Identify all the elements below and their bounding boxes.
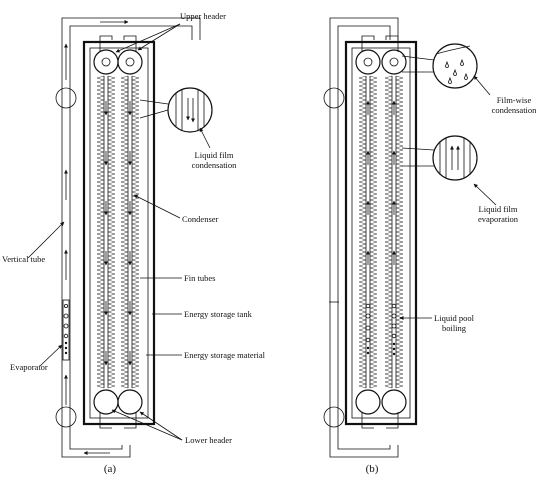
pool-tube-2 [385,296,403,388]
label-liquid-film-condensation-1: Liquid film [195,150,234,160]
label-energy-storage-tank: Energy storage tank [184,309,253,319]
label-liquid-pool-boiling-2: boiling [442,323,467,333]
label-upper-header: Upper header [180,11,226,21]
fin-tubes-b [359,76,403,388]
caption-b: (b) [366,463,379,475]
energy-storage-tank-b [346,42,416,424]
label-liquid-film-condensation-2: condensation [192,160,238,170]
label-liquid-pool-boiling-1: Liquid pool [434,313,475,323]
caption-a: (a) [104,463,117,475]
label-energy-storage-material: Energy storage material [184,350,266,360]
label-film-wise-condensation-1: Film-wise [497,95,532,105]
label-liquid-film-evaporation-2: evaporation [478,214,519,224]
leaders-a [28,24,210,440]
fin-tubes [97,76,139,388]
liquid-film-evaporation-detail [402,136,477,180]
label-film-wise-condensation-2: condensation [492,105,538,115]
fin-tube-left [97,76,115,388]
lower-header-b [356,390,406,428]
label-fin-tubes: Fin tubes [184,273,215,283]
energy-storage-tank [84,42,154,424]
leaders-b [400,76,496,318]
fin-tube-left-b [359,76,377,296]
lower-header [94,390,142,428]
panel-b: Film-wise condensation Liquid film evapo… [324,18,537,475]
fin-tube-right [121,76,139,388]
panel-a: Upper header Liquid film condensation Co… [2,11,266,475]
label-condenser: Condenser [182,214,219,224]
film-wise-condensation-detail [402,44,477,88]
liquid-film-condensation-detail [140,88,212,132]
label-lower-header: Lower header [185,435,232,445]
label-evaporator: Evaporator [10,362,48,372]
label-liquid-film-evaporation-1: Liquid film [479,204,518,214]
fin-tube-right-b [385,76,403,296]
label-vertical-tube: Vertical tube [2,254,45,264]
evaporator-bubbles [63,300,69,360]
